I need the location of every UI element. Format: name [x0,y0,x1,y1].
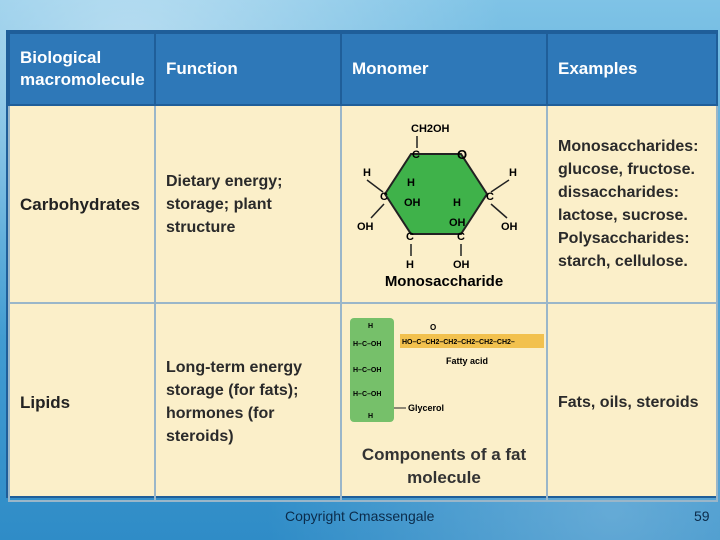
oh-label: OH [449,217,466,229]
header-macromolecule: Biological macromolecule [8,32,156,106]
table: Biological macromolecule Function Monome… [8,32,718,502]
carbon-label: C [412,149,420,161]
sugar-ring [383,152,489,235]
row-name-lipids: Lipids [8,302,156,502]
fat-molecule-diagram: H H–C–OH H–C–OH H–C–OH H O HO–C–CH2–CH2–… [350,317,544,422]
h-label: H [509,167,517,179]
carbonyl-o-label: O [430,323,436,332]
fat-molecule-structure: H H–C–OH H–C–OH H–C–OH H O HO–C–CH2–CH2–… [340,302,548,502]
oh-label: OH [404,197,421,209]
header-monomer: Monomer [340,32,548,106]
row-examples: Monosaccharides: glucose, fructose. diss… [546,104,718,304]
carbon-label: C [406,231,414,243]
glycerol-row: H–C–OH [353,341,381,348]
carbon-label: C [457,231,465,243]
glycerol-box [350,317,394,422]
table-row: Lipids Long-term energy storage (for fat… [8,302,718,502]
glycerol-row: H [368,323,373,330]
header-examples: Examples [546,32,718,106]
row-function: Long-term energy storage (for fats); hor… [154,302,342,502]
glycerol-row: H–C–OH [353,391,381,398]
monosaccharide-structure: CH2OH C O H H C C OH OH H [340,104,548,304]
monosaccharide-diagram: CH2OH C O H H C C OH OH H [357,123,518,290]
oh-label: OH [357,221,374,233]
glycerol-row: H [368,413,373,420]
row-examples: Fats, oils, steroids [546,302,718,502]
h-label: H [407,177,415,189]
copyright-text: Copyright Cmassengale [285,508,435,524]
fatty-acid-chain: HO–C–CH2–CH2–CH2–CH2–CH2– [402,339,515,346]
row-function: Dietary energy; storage; plant structure [154,104,342,304]
monosaccharide-caption: Monosaccharide [385,273,503,286]
page-number: 59 [694,508,710,524]
h-label: H [453,197,461,209]
h-label: H [363,167,371,179]
macromolecule-table: Biological macromolecule Function Monome… [6,30,718,502]
fat-molecule-caption: Components of a fat molecule [361,444,527,487]
ch2oh-label: CH2OH [411,123,450,135]
fatty-acid-label: Fatty acid [446,356,488,366]
oh-label: OH [501,221,518,233]
glycerol-row: H–C–OH [353,367,381,374]
carbon-label: C [486,191,494,203]
h-label: H [406,259,414,271]
carbon-label: C [380,191,388,203]
glycerol-label: Glycerol [408,403,444,413]
table-row: Carbohydrates Dietary energy; storage; p… [8,104,718,304]
fatty-acid-bar [400,333,544,348]
oxygen-label: O [457,147,467,162]
row-name-carbohydrates: Carbohydrates [8,104,156,304]
header-function: Function [154,32,342,106]
header-row: Biological macromolecule Function Monome… [8,32,718,106]
oh-label: OH [453,259,470,271]
